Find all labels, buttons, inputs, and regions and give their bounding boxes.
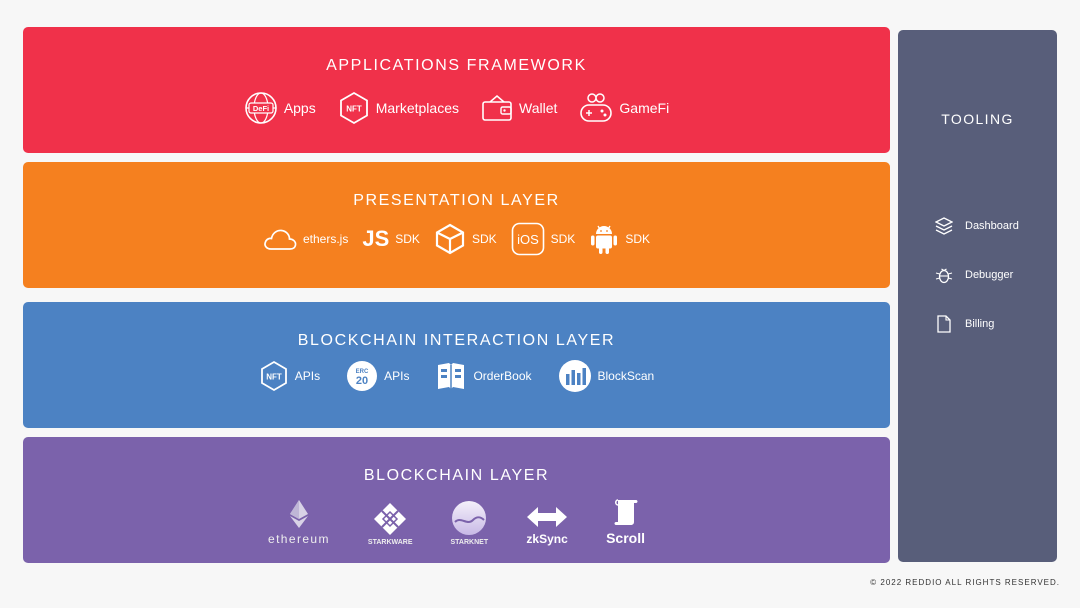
- defi-icon: DeFi: [244, 91, 278, 125]
- item-label: Marketplaces: [375, 100, 459, 116]
- item-label: OrderBook: [473, 369, 532, 383]
- ethereum-icon: [289, 499, 309, 529]
- gamefi-item: GameFi: [579, 91, 669, 125]
- android-icon: [589, 222, 619, 256]
- item-label: Wallet: [519, 100, 558, 116]
- item-label: APIs: [384, 369, 410, 383]
- scroll-icon: [612, 497, 640, 527]
- chain-label: Scroll: [606, 530, 645, 546]
- svg-text:NFT: NFT: [266, 373, 282, 382]
- tooling-item-debugger: Debugger: [935, 266, 1013, 284]
- svg-text:DeFi: DeFi: [253, 104, 269, 113]
- orderbook-icon: [435, 360, 467, 392]
- javascript-sdk-item: JS SDK: [362, 226, 420, 252]
- layers-icon: [935, 217, 953, 235]
- wallet-item: Wallet: [481, 93, 557, 123]
- svg-text:20: 20: [356, 375, 368, 387]
- wallet-icon: [481, 93, 513, 123]
- item-label: APIs: [294, 369, 321, 383]
- blockscan-item: BlockScan: [558, 359, 655, 393]
- orderbook-item: OrderBook: [435, 360, 532, 392]
- item-label: GameFi: [619, 100, 670, 116]
- applications-framework-layer: APPLICATIONS FRAMEWORK DeFi Apps NFT Mar…: [23, 27, 890, 153]
- blockchain-interaction-layer: BLOCKCHAIN INTERACTION LAYER NFT APIs ER…: [23, 302, 890, 428]
- javascript-icon: JS: [362, 226, 390, 251]
- ethereum-item: ethereum: [268, 499, 330, 546]
- tooling-panel: TOOLING Dashboard Debugger Billing: [898, 30, 1057, 562]
- ios-icon: iOS: [511, 222, 545, 256]
- document-icon: [935, 315, 953, 333]
- item-label: SDK: [625, 232, 651, 246]
- tooling-item-label: Billing: [965, 318, 995, 330]
- chain-label: STARKNET: [450, 539, 489, 546]
- svg-text:ERC: ERC: [356, 369, 369, 375]
- item-label: Apps: [283, 100, 316, 116]
- tooling-item-label: Debugger: [965, 269, 1014, 281]
- item-label: SDK: [471, 232, 497, 246]
- blockchain-layer: BLOCKCHAIN LAYER ethereum STARKWARE STAR…: [23, 437, 890, 563]
- zksync-item: zkSync: [526, 505, 568, 546]
- android-sdk-item: SDK: [589, 222, 650, 256]
- tooling-item-label: Dashboard: [965, 220, 1019, 232]
- ios-sdk-item: iOS SDK: [511, 222, 576, 256]
- chain-label: STARKWARE: [367, 539, 413, 546]
- copyright-footer: © 2022 REDDIO ALL RIGHTS RESERVED.: [870, 578, 1060, 587]
- marketplaces-item: NFT Marketplaces: [338, 91, 459, 125]
- scroll-item: Scroll: [606, 497, 645, 546]
- item-label: SDK: [395, 232, 420, 246]
- starknet-item: STARKNET: [450, 500, 489, 546]
- chain-label: ethereum: [268, 532, 330, 546]
- item-label: ethers.js: [302, 232, 349, 246]
- svg-text:iOS: iOS: [517, 232, 539, 247]
- nft-apis-item: NFT APIs: [259, 360, 320, 392]
- starknet-icon: [451, 500, 487, 536]
- nft-api-icon: NFT: [259, 360, 289, 392]
- cloud-icon: [263, 226, 297, 252]
- item-label: BlockScan: [597, 369, 655, 383]
- starkware-icon: [373, 502, 407, 536]
- blockscan-icon: [558, 359, 592, 393]
- unity-sdk-item: SDK: [434, 223, 497, 255]
- starkware-item: STARKWARE: [368, 502, 413, 546]
- nft-icon: NFT: [338, 91, 370, 125]
- gamepad-icon: [579, 91, 613, 125]
- chain-label: zkSync: [526, 532, 568, 546]
- tooling-title: TOOLING: [941, 111, 1014, 127]
- apps-item: DeFi Apps: [244, 91, 316, 125]
- layer-title: BLOCKCHAIN INTERACTION LAYER: [297, 332, 616, 349]
- presentation-layer: PRESENTATION LAYER ethers.js JS SDK SDK …: [23, 162, 890, 288]
- layer-title: PRESENTATION LAYER: [353, 192, 560, 209]
- tooling-item-dashboard: Dashboard: [935, 217, 1019, 235]
- ethersjs-item: ethers.js: [263, 226, 348, 252]
- item-label: SDK: [550, 232, 576, 246]
- bug-icon: [935, 266, 953, 284]
- layer-title: BLOCKCHAIN LAYER: [363, 467, 550, 484]
- unity-icon: [434, 223, 466, 255]
- layer-title: APPLICATIONS FRAMEWORK: [326, 57, 587, 74]
- zksync-icon: [526, 505, 568, 529]
- svg-text:NFT: NFT: [346, 105, 362, 114]
- tooling-item-billing: Billing: [935, 315, 994, 333]
